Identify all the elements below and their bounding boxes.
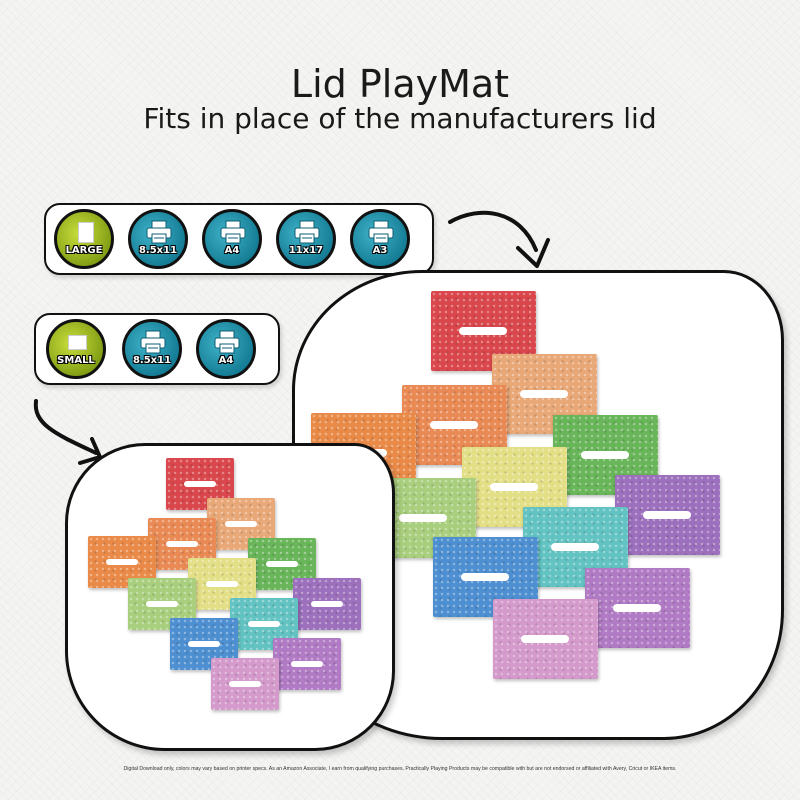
printer-icon <box>368 220 394 244</box>
small-playmat <box>65 443 395 751</box>
printer-icon <box>214 330 240 354</box>
small-size-badge: SMALL <box>46 319 106 379</box>
paper-option-badge: A3 <box>350 209 410 269</box>
paper-sheet-icon <box>78 222 94 243</box>
mat-card <box>402 385 507 465</box>
mat-card <box>585 568 690 648</box>
mat-card <box>248 538 316 590</box>
disclaimer-footer: Digital Download only, colors may vary b… <box>123 766 677 772</box>
paper-option-label: 11x17 <box>288 245 324 256</box>
page-title: Lid PlayMat <box>290 62 510 106</box>
large-size-badge: LARGE <box>54 209 114 269</box>
curved-arrow-icon <box>448 210 550 268</box>
paper-sheet-icon <box>68 335 87 350</box>
large-size-label: LARGE <box>65 245 103 256</box>
mat-card <box>211 658 279 710</box>
paper-option-label: 8.5x11 <box>138 245 178 256</box>
paper-option-label: A4 <box>224 245 240 256</box>
printer-icon <box>146 220 172 244</box>
paper-option-label: A3 <box>372 245 388 256</box>
printer-icon <box>220 220 246 244</box>
small-size-bar: SMALL 8.5x11 A4 <box>34 313 280 385</box>
mat-card <box>493 599 598 679</box>
paper-option-badge: 11x17 <box>276 209 336 269</box>
mat-card <box>431 291 536 371</box>
small-size-label: SMALL <box>57 355 95 366</box>
mat-card <box>615 475 720 555</box>
mat-card <box>293 578 361 630</box>
page-subtitle: Fits in place of the manufacturers lid <box>143 102 657 135</box>
printer-icon <box>294 220 320 244</box>
paper-option-badge: 8.5x11 <box>122 319 182 379</box>
paper-option-label: A4 <box>218 355 234 366</box>
paper-option-badge: A4 <box>202 209 262 269</box>
paper-option-badge: A4 <box>196 319 256 379</box>
mat-card <box>523 507 628 587</box>
large-size-bar: LARGE 8.5x11 A4 11x17 A3 <box>44 203 434 275</box>
printer-icon <box>140 330 166 354</box>
paper-option-badge: 8.5x11 <box>128 209 188 269</box>
paper-option-label: 8.5x11 <box>132 355 172 366</box>
mat-card <box>273 638 341 690</box>
mat-card <box>230 598 298 650</box>
